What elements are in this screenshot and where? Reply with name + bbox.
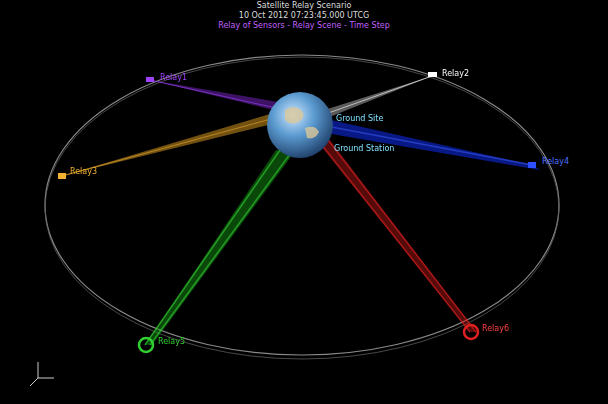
satellite-icon — [464, 325, 478, 339]
continents — [285, 107, 319, 138]
site-name: Ground Site — [336, 115, 383, 124]
satellite-name: Relay5 — [158, 338, 185, 347]
satellite-icon — [528, 162, 536, 168]
satellite-icon — [58, 173, 66, 179]
satellite-name: Relay3 — [70, 168, 97, 177]
orbit-ring — [45, 57, 559, 359]
scene-subtitle: Relay of Sensors - Relay Scene - Time St… — [218, 22, 390, 31]
site-name: Ground Station — [334, 145, 394, 154]
satellite-name: Relay1 — [160, 74, 187, 83]
earth-globe — [267, 92, 333, 158]
axes-triad — [30, 362, 54, 386]
satellite-name: Relay6 — [482, 325, 509, 334]
satellite-name: Relay4 — [542, 158, 569, 167]
satellite-icon — [428, 72, 437, 77]
satellite-name: Relay2 — [442, 70, 469, 79]
sensor-beams — [62, 76, 540, 345]
satellite-icon — [139, 338, 153, 352]
scene-title: Satellite Relay Scenario — [257, 2, 352, 11]
satellite-icon — [146, 77, 154, 82]
time-stamp: 10 Oct 2012 07:23:45.000 UTCG — [239, 12, 369, 21]
